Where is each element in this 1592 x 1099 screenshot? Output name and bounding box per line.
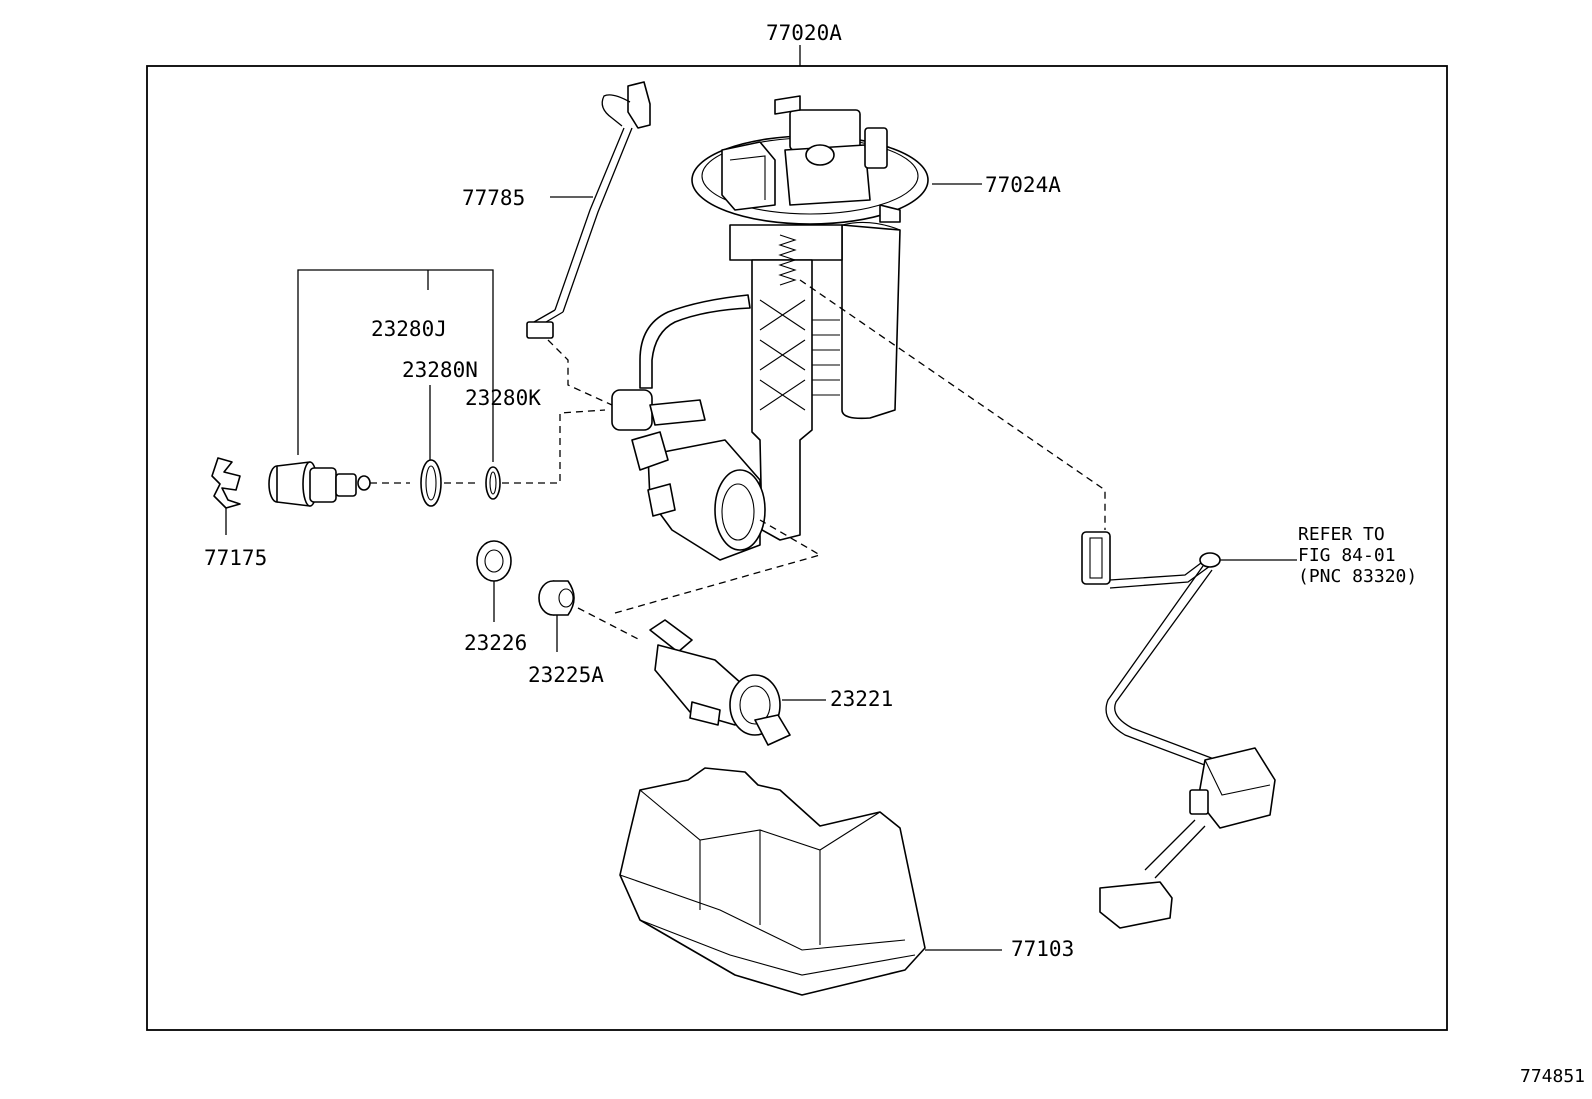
assembly-frame <box>146 65 1448 1031</box>
fuel-pump-23221[interactable] <box>649 619 791 746</box>
label-23280K[interactable]: 23280K <box>465 386 541 410</box>
reference-line-3: (PNC 83320) <box>1298 566 1417 587</box>
label-77103[interactable]: 77103 <box>1011 937 1074 961</box>
oring-23280K[interactable] <box>485 466 501 500</box>
reference-line-2: FIG 84-01 <box>1298 545 1396 566</box>
wire-harness-77785[interactable] <box>526 81 651 339</box>
sub-tank-77103[interactable] <box>619 767 926 996</box>
fuel-sender-gauge[interactable] <box>1081 531 1276 929</box>
label-23226[interactable]: 23226 <box>464 631 527 655</box>
figure-number: 774851 <box>1520 1066 1585 1087</box>
cushion-23225A[interactable] <box>538 580 575 616</box>
fuel-pump-bracket[interactable] <box>611 95 929 561</box>
label-23225A[interactable]: 23225A <box>528 663 604 687</box>
label-77785[interactable]: 77785 <box>462 186 525 210</box>
label-77175[interactable]: 77175 <box>204 546 267 570</box>
label-23280J[interactable]: 23280J <box>371 317 447 341</box>
clip-77175[interactable] <box>211 457 241 509</box>
washer-23226[interactable] <box>476 540 512 582</box>
label-23280N[interactable]: 23280N <box>402 358 478 382</box>
oring-23280N[interactable] <box>420 459 442 507</box>
reference-line-1: REFER TO <box>1298 524 1385 545</box>
label-77020A[interactable]: 77020A <box>766 21 842 45</box>
label-23221[interactable]: 23221 <box>830 687 893 711</box>
pressure-regulator[interactable] <box>268 461 371 507</box>
label-77024A[interactable]: 77024A <box>985 173 1061 197</box>
